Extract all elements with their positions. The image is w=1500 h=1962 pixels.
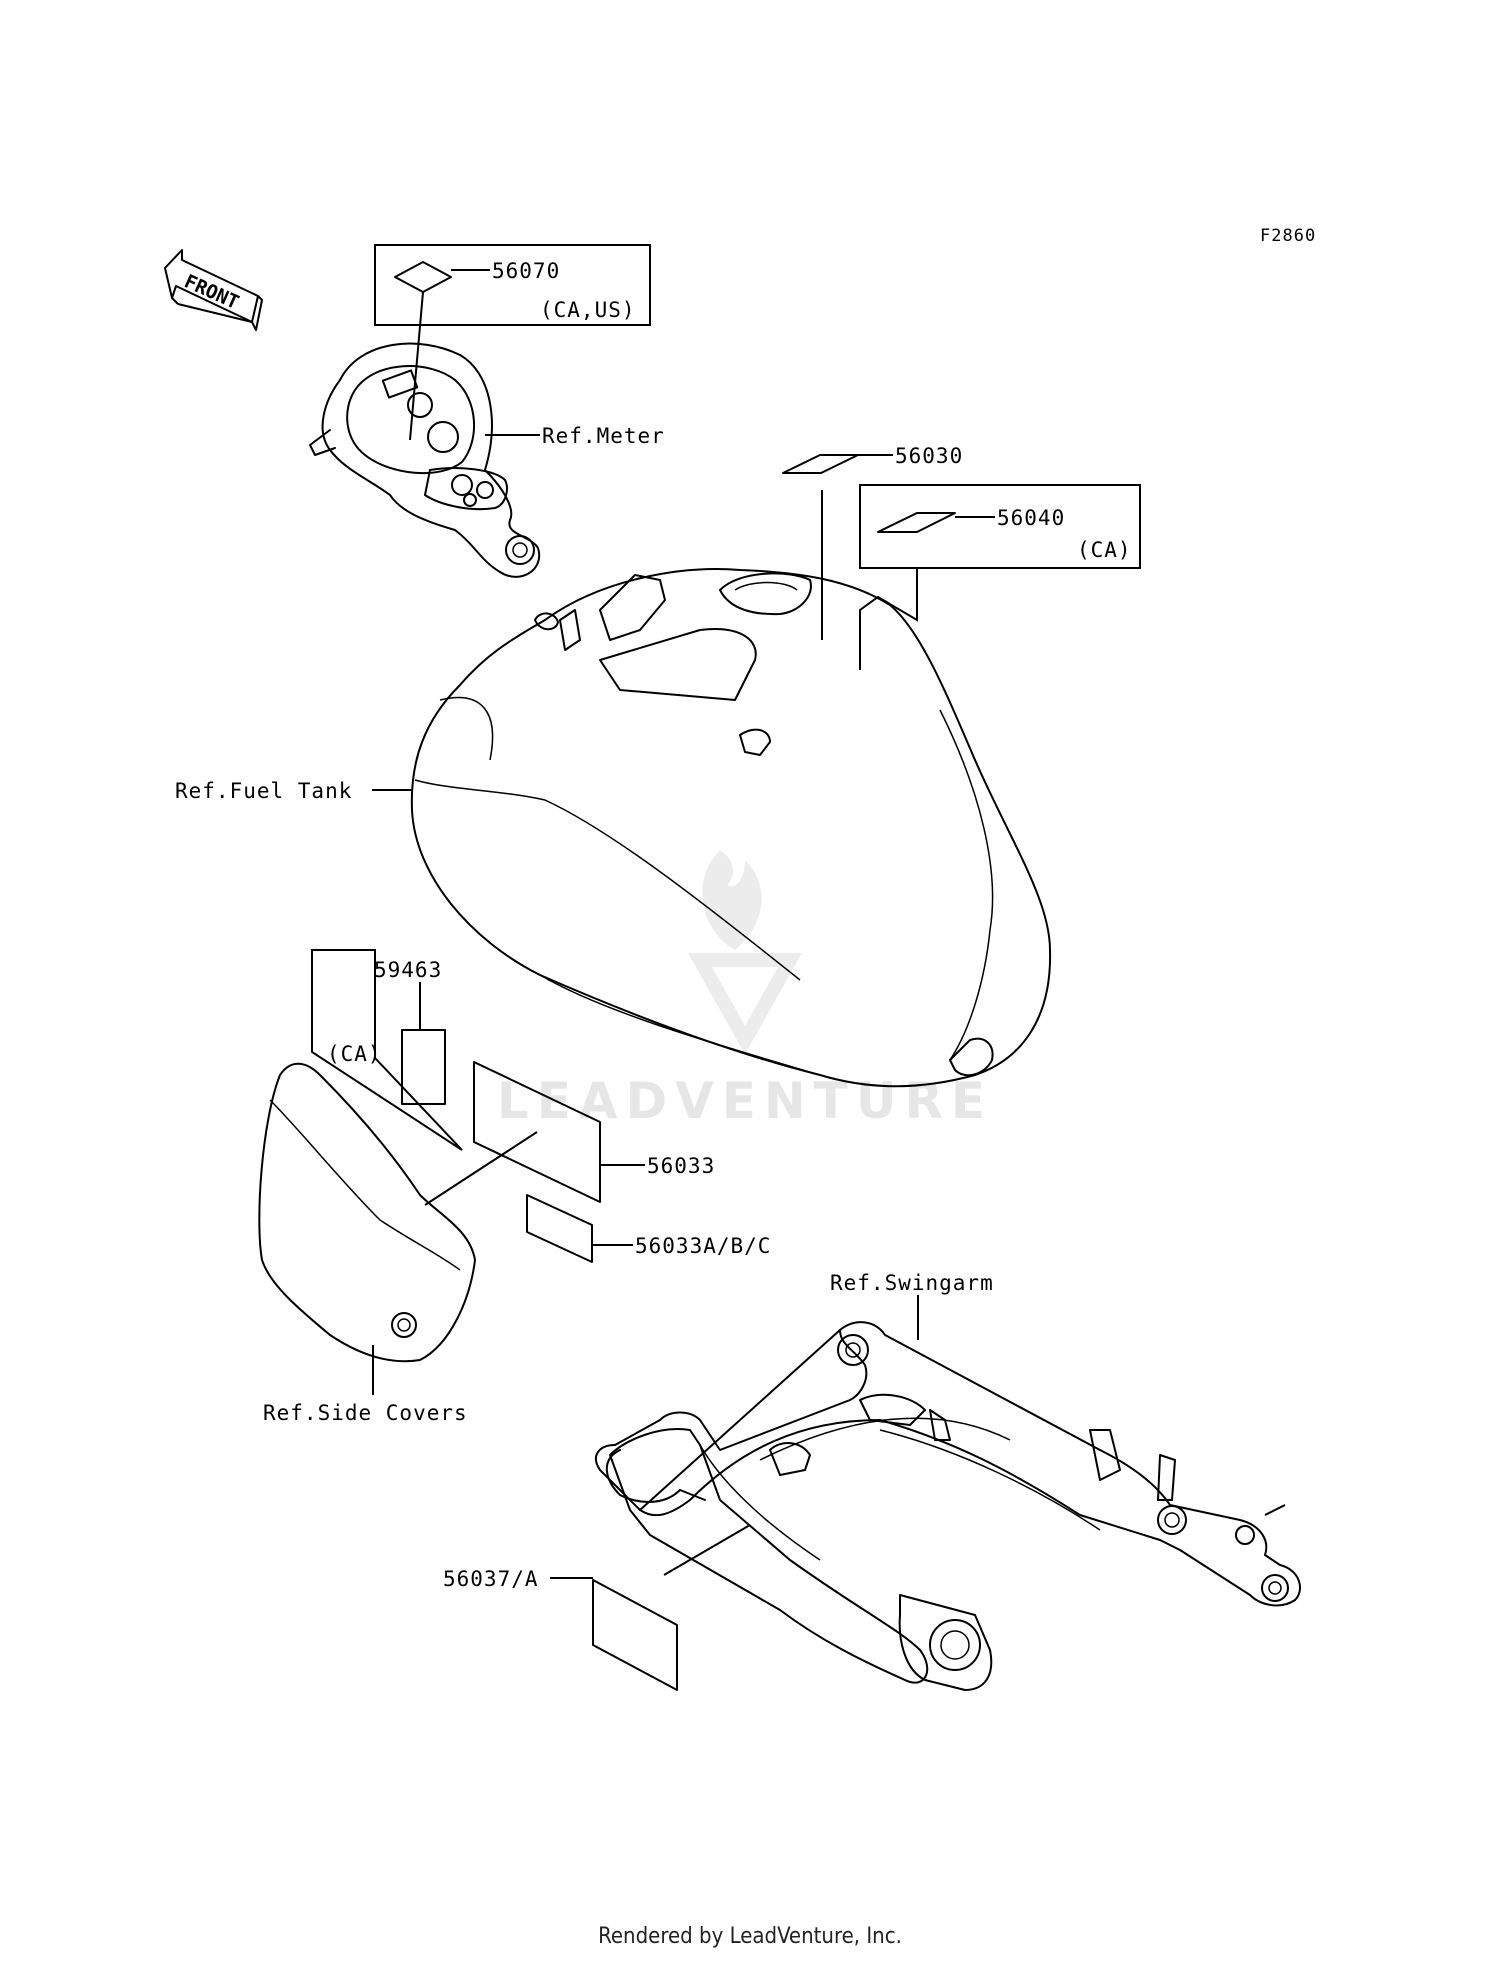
footer-credit: Rendered by LeadVenture, Inc. xyxy=(598,1924,902,1949)
label-shape-56070 xyxy=(394,261,452,293)
callout-56030: 56030 xyxy=(782,444,963,640)
callout-56070: 56070 (CA,US) xyxy=(374,244,651,441)
ref-side-covers: Ref.Side Covers xyxy=(263,1401,468,1425)
side-cover: Ref.Side Covers xyxy=(258,1062,476,1425)
callout-box-56070 xyxy=(374,244,651,326)
label-shape-56033 xyxy=(473,1061,601,1203)
part-number-59463: 59463 xyxy=(374,958,442,982)
callout-56037a: 56037/A xyxy=(443,1524,751,1691)
watermark: LEADVENTURE xyxy=(497,850,993,1130)
part-number-56033: 56033 xyxy=(647,1154,715,1178)
ref-fuel-tank: Ref.Fuel Tank xyxy=(175,779,352,803)
label-shape-56040 xyxy=(877,512,956,533)
callout-56040: 56040 (CA) xyxy=(859,484,1141,670)
meter-assembly: Ref.Meter xyxy=(309,342,665,578)
label-shape-59463 xyxy=(401,1029,446,1105)
ref-swingarm: Ref.Swingarm xyxy=(830,1271,994,1295)
note-56070: (CA,US) xyxy=(540,298,636,322)
figure-code: F2860 xyxy=(1260,226,1316,246)
label-shape-56033abc xyxy=(526,1194,593,1263)
note-59463: (CA) xyxy=(327,1042,382,1066)
front-arrow-icon: FRONT xyxy=(164,249,263,331)
label-shape-56037a xyxy=(592,1579,678,1691)
label-shape-56030 xyxy=(782,454,859,474)
callout-box-56040 xyxy=(859,484,1141,569)
callout-56033abc: 56033A/B/C xyxy=(526,1194,771,1263)
part-number-56070: 56070 xyxy=(492,259,560,283)
part-number-56030: 56030 xyxy=(895,444,963,468)
part-number-56033abc: 56033A/B/C xyxy=(635,1234,771,1258)
ref-meter: Ref.Meter xyxy=(542,424,665,448)
note-56040: (CA) xyxy=(1077,538,1132,562)
callout-56033: 56033 xyxy=(424,1061,715,1206)
callout-59463: 59463 (CA) xyxy=(311,949,463,1151)
swingarm: Ref.Swingarm xyxy=(595,1271,1301,1691)
fuel-tank: Ref.Fuel Tank xyxy=(175,568,1052,1088)
part-number-56037a: 56037/A xyxy=(443,1567,539,1591)
watermark-text: LEADVENTURE xyxy=(497,1072,993,1130)
part-number-56040: 56040 xyxy=(997,506,1065,530)
